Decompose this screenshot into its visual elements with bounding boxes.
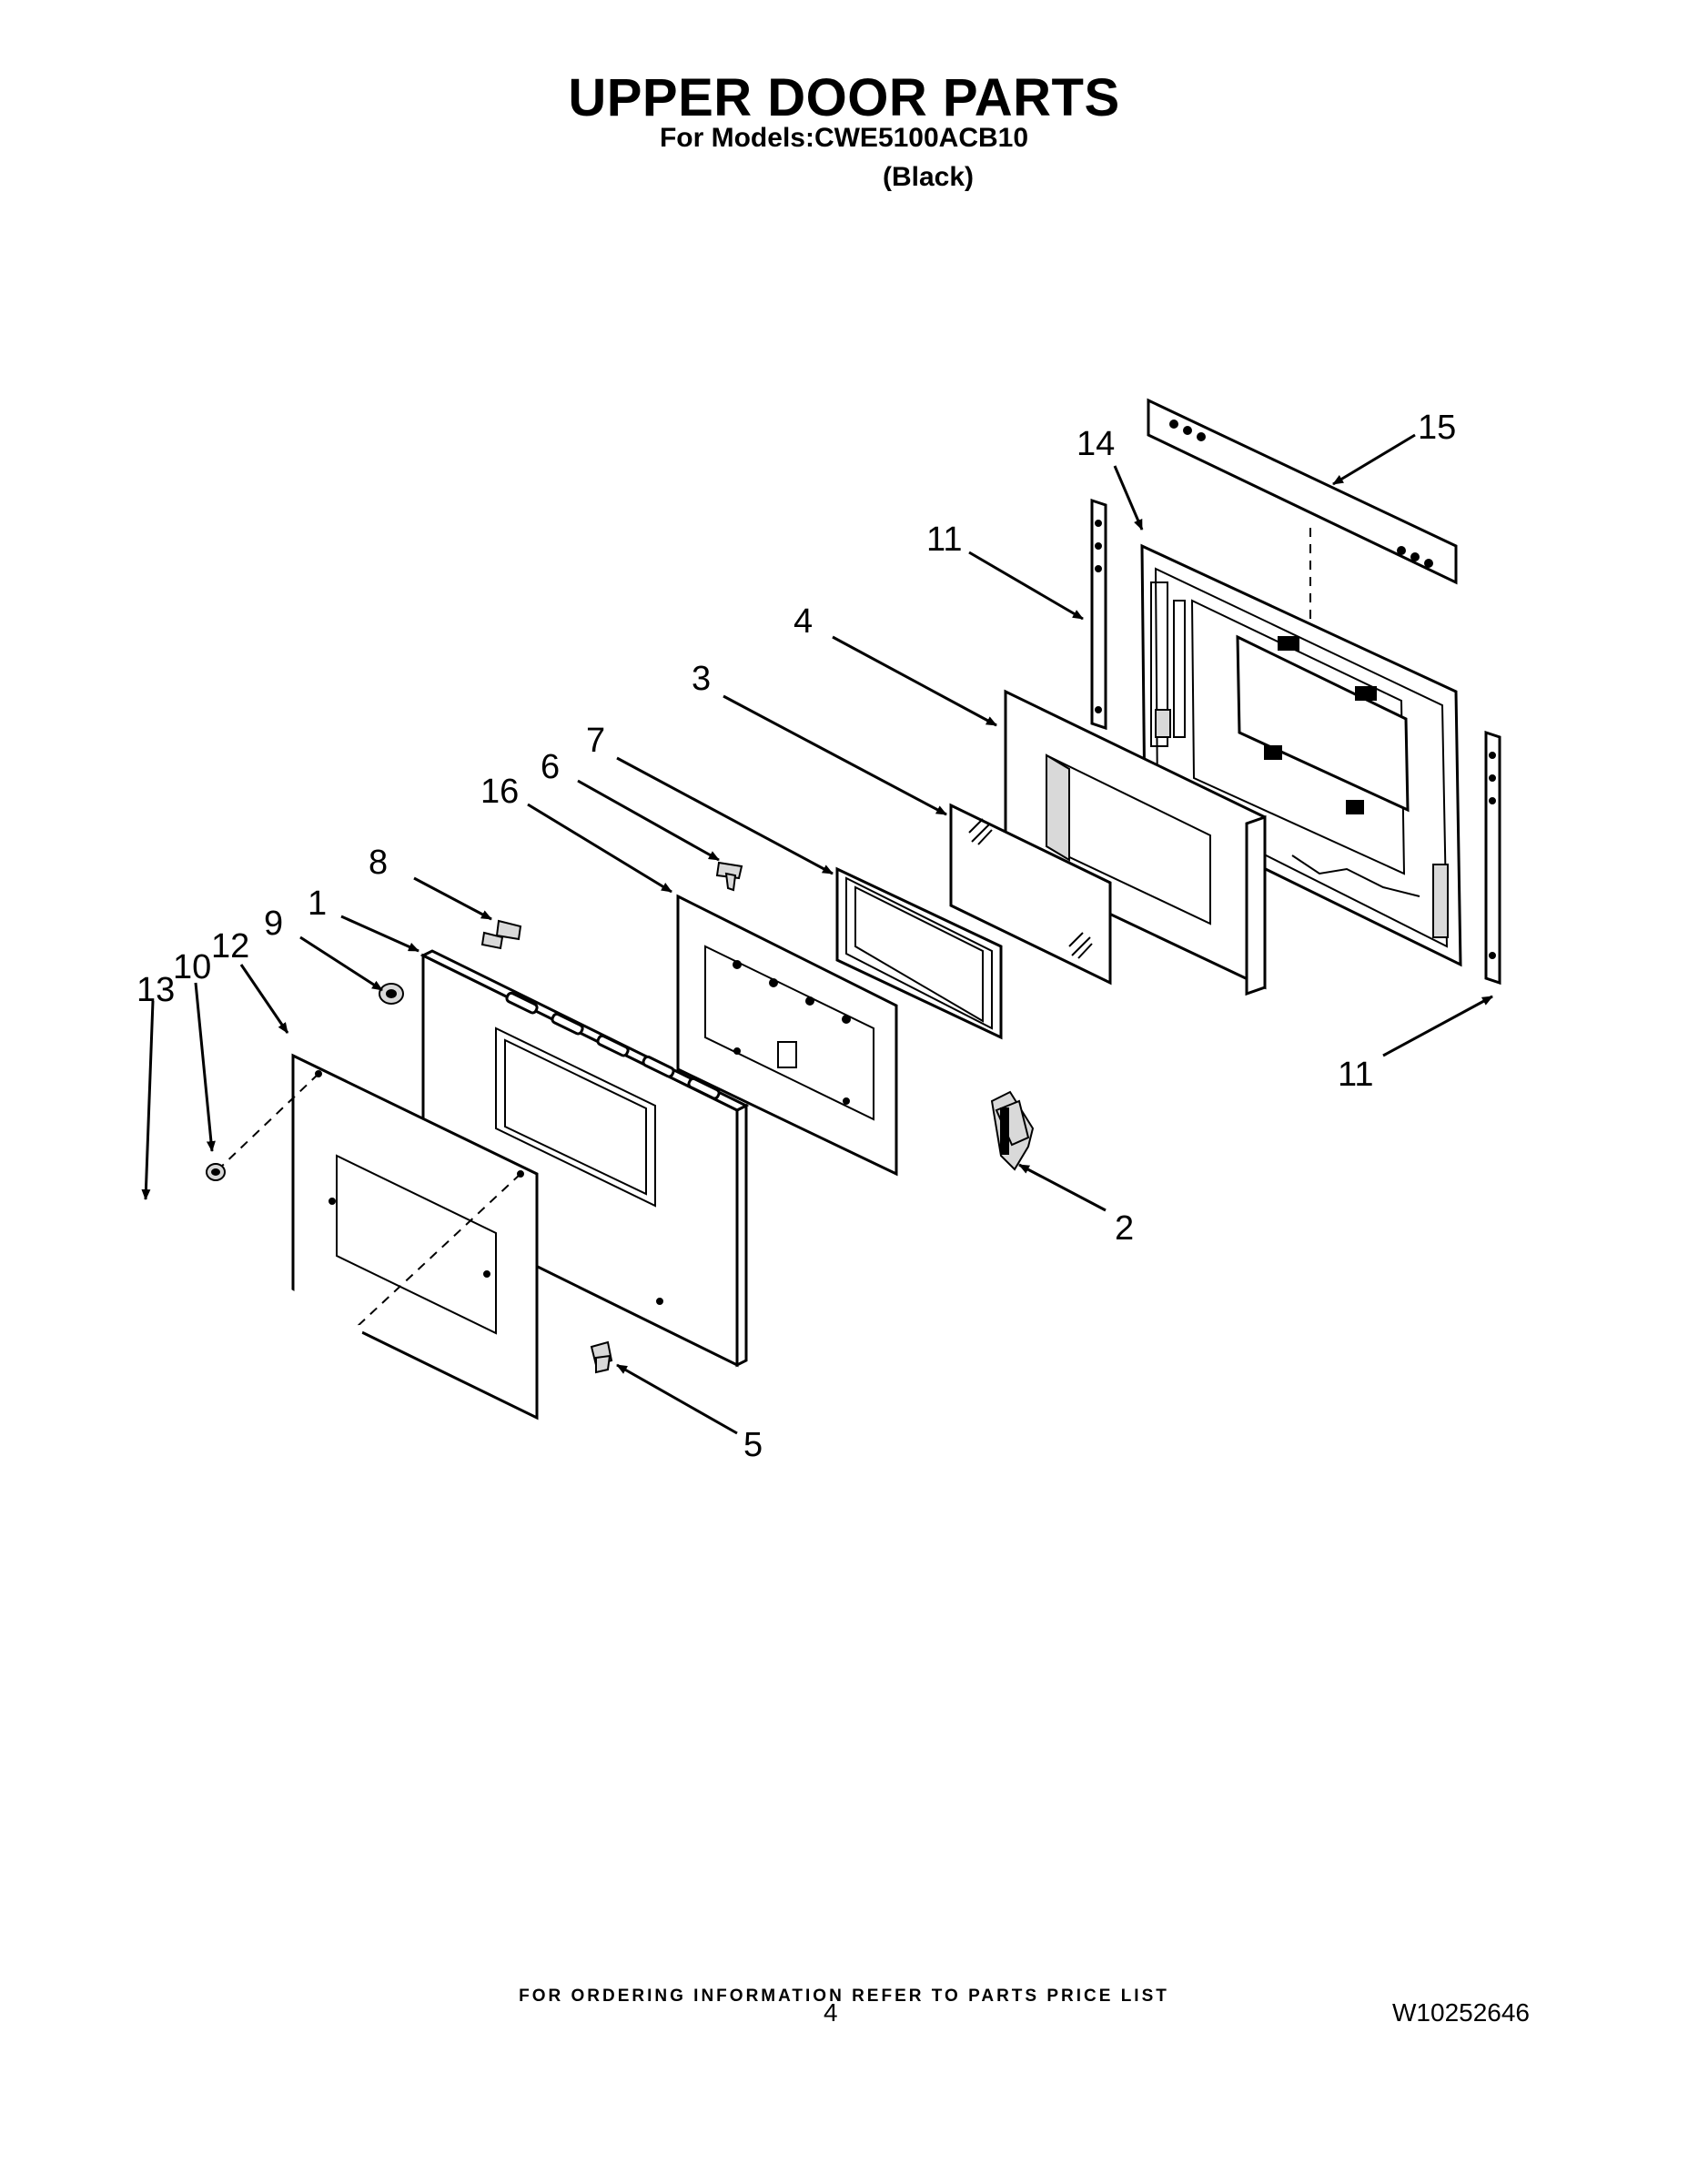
part-8-screw xyxy=(480,919,522,950)
part-13-door-handle xyxy=(138,1202,363,1343)
leader-lines xyxy=(141,433,1493,1435)
part-15-trim-strip xyxy=(1147,398,1458,619)
part-5-clip xyxy=(590,1340,613,1374)
callout-1: 1 xyxy=(308,885,327,923)
callout-10: 10 xyxy=(173,948,211,986)
callout-5: 5 xyxy=(743,1426,763,1464)
page-title: UPPER DOOR PARTS xyxy=(568,68,1120,127)
callout-16: 16 xyxy=(480,773,519,811)
part-16-insulation-panel xyxy=(676,894,898,1177)
callout-12: 12 xyxy=(211,927,249,966)
part-7-glass-pack xyxy=(835,866,1003,1040)
callout-4: 4 xyxy=(793,602,813,641)
part-10-spacer xyxy=(206,1163,226,1181)
document-number: W10252646 xyxy=(1392,1998,1531,2027)
part-9-bushing xyxy=(379,983,404,1005)
page-number: 4 xyxy=(824,1998,838,2027)
callout-15: 15 xyxy=(1418,409,1456,447)
part-11-side-strip-left xyxy=(1090,498,1107,731)
part-14-inner-door-frame xyxy=(1140,543,1462,967)
part-4-door-liner xyxy=(1004,689,1267,996)
callout-3: 3 xyxy=(692,660,711,698)
callout-13: 13 xyxy=(136,971,175,1009)
ordering-note: FOR ORDERING INFORMATION REFER TO PARTS … xyxy=(519,1987,1169,2006)
callout-8: 8 xyxy=(369,844,388,882)
part-3-glass-panel xyxy=(949,803,1112,986)
part-11-side-strip-right xyxy=(1484,730,1501,986)
callout-9: 9 xyxy=(264,905,283,943)
part-6-screw xyxy=(715,861,743,892)
callout-11-top: 11 xyxy=(926,521,962,559)
part-1-outer-door-panel xyxy=(419,949,750,1368)
callout-14: 14 xyxy=(1076,425,1115,463)
model-subtitle: For Models:CWE5100ACB10 xyxy=(659,123,1029,153)
color-variant: (Black) xyxy=(883,162,975,192)
callout-6: 6 xyxy=(541,748,560,786)
callout-11-bottom: 11 xyxy=(1338,1056,1373,1094)
callout-2: 2 xyxy=(1115,1209,1134,1248)
callout-7: 7 xyxy=(586,722,605,760)
callout-labels: 15 14 11 4 3 7 6 16 8 1 9 12 10 13 11 2 … xyxy=(136,409,1456,1464)
part-2-hinge xyxy=(990,1090,1035,1171)
